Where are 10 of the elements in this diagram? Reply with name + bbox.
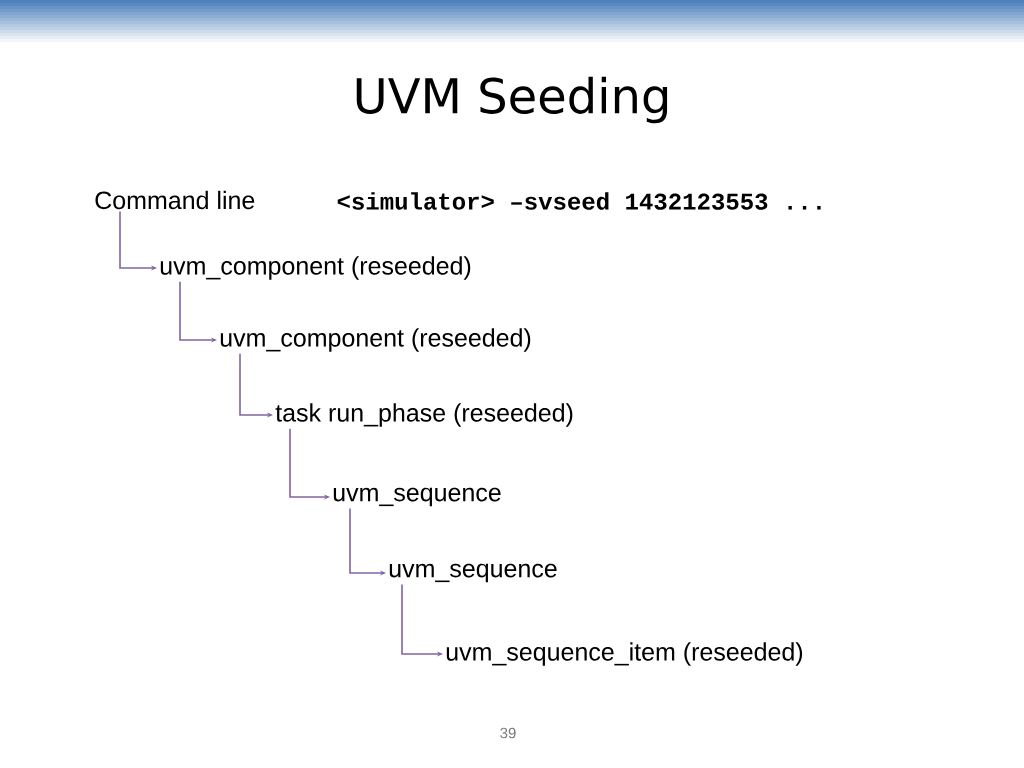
command-text: <simulator> –svseed 1432123553 ... xyxy=(337,192,821,210)
tree-item: uvm_sequence xyxy=(333,487,501,507)
slide-title: UVM Seeding xyxy=(356,76,668,124)
tree-item: uvm_component (reseeded) xyxy=(220,328,531,352)
tree-item: uvm_sequence xyxy=(389,563,557,583)
tree-item: task run_phase (reseeded) xyxy=(275,403,573,427)
tree-item: uvm_component (reseeded) xyxy=(160,256,471,280)
tree-item: uvm_sequence_item (reseeded) xyxy=(446,642,803,666)
tree-item: Command line xyxy=(95,190,255,210)
page-number: 39 xyxy=(500,727,516,739)
